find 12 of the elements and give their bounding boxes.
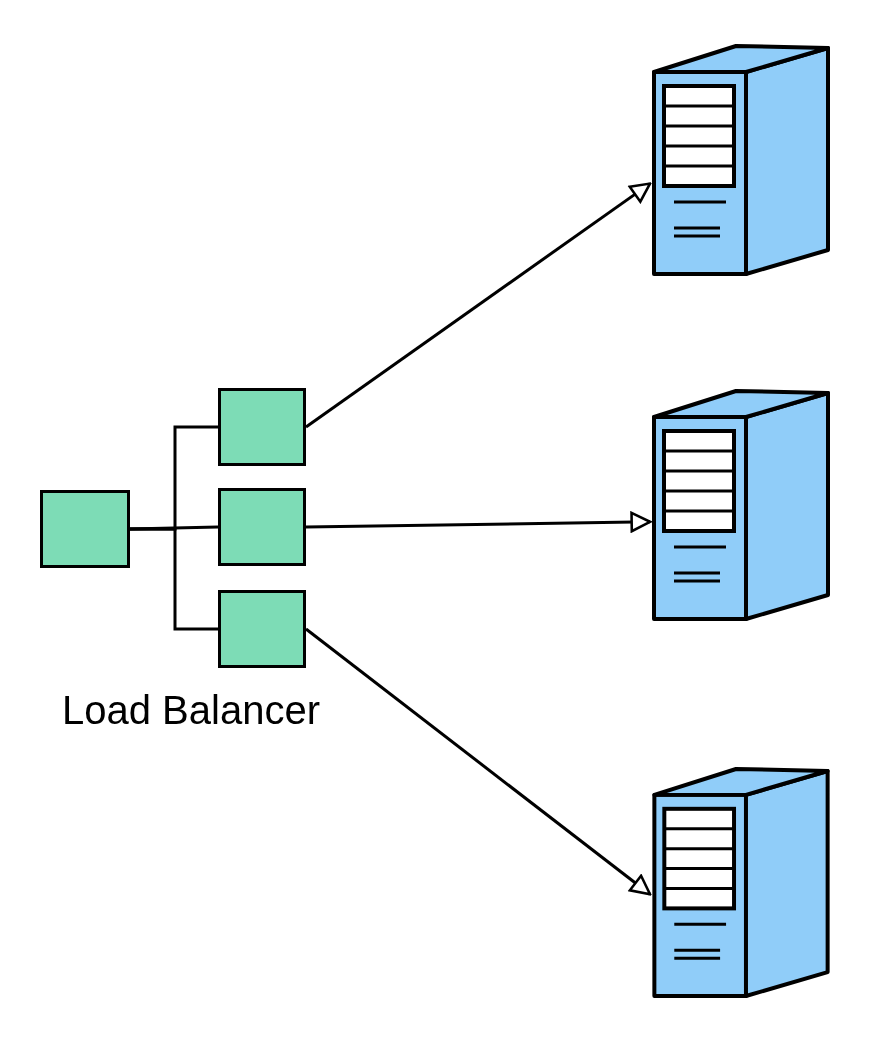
server-drawing [650,765,832,1000]
square-node [218,488,306,566]
arrow [305,627,652,896]
square-node [218,388,306,466]
connector-line [130,527,218,631]
connector-line [129,525,219,531]
group-label: Load Balancer [62,687,320,734]
square-node [218,590,306,668]
square-node [40,490,130,568]
arrow [305,182,652,429]
server-drawing [650,42,832,278]
arrow [305,511,652,533]
